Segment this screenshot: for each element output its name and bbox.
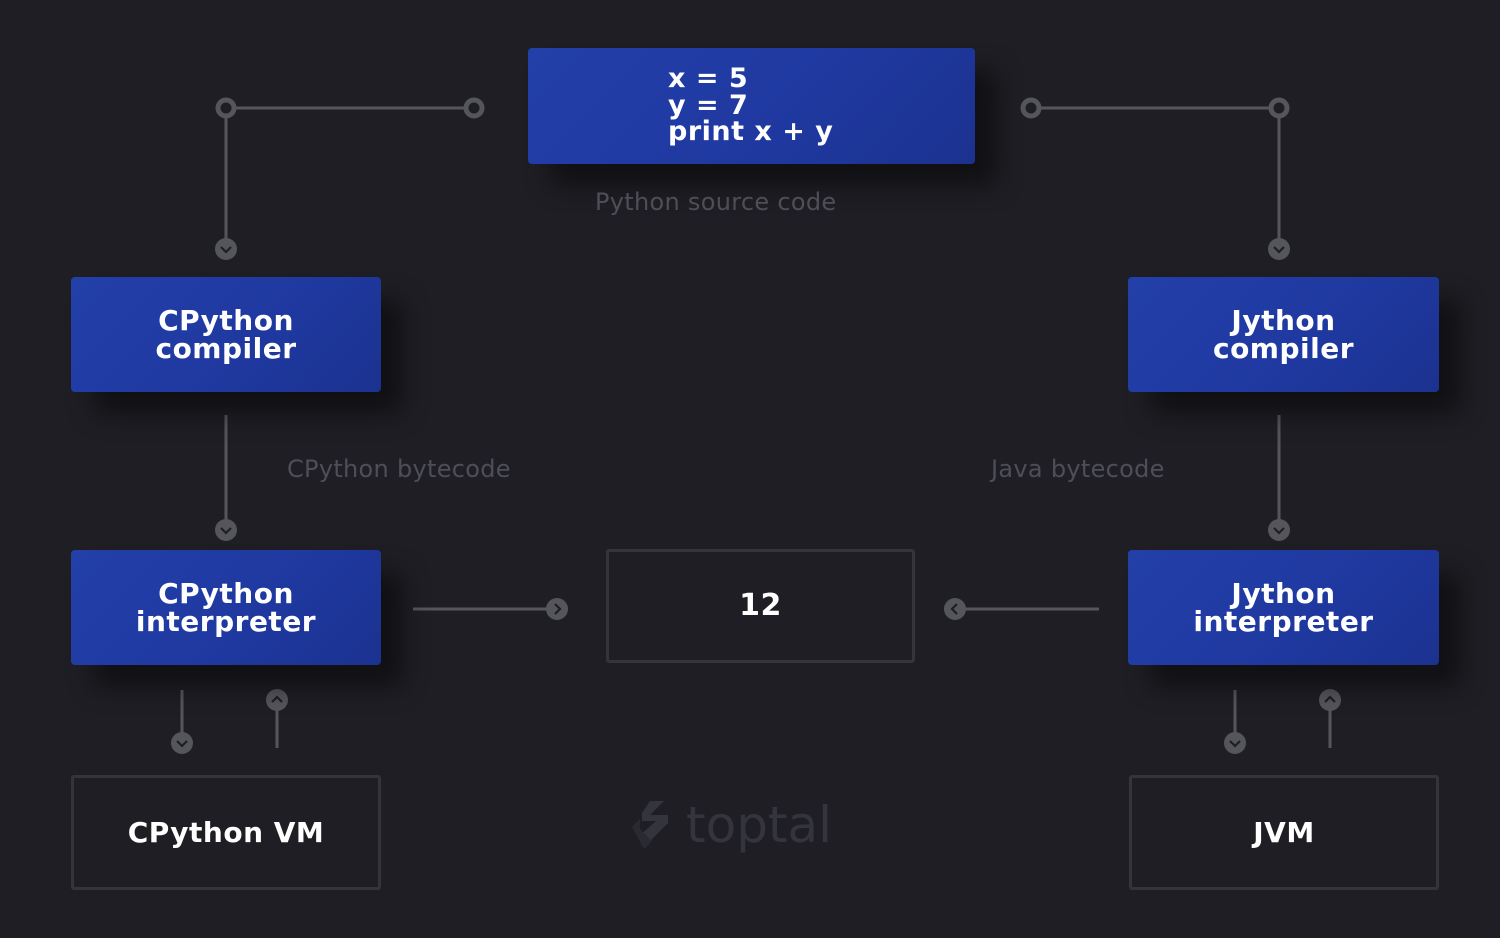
arrow-down-icon (1268, 519, 1290, 541)
arrow-down-icon (1268, 238, 1290, 260)
arrow-up-icon (266, 689, 288, 711)
arrow-down-icon (215, 519, 237, 541)
toptal-logo-icon (632, 801, 668, 849)
toptal-logo: toptal (628, 796, 832, 854)
cpython-interpreter-label: CPython interpreter (135, 576, 317, 638)
cpython-interpreter-box: CPython interpreter (71, 550, 381, 665)
jython-compiler-label: Jython compiler (1212, 303, 1355, 365)
source-code-text: x = 5 y = 7 print x + y (668, 63, 834, 148)
connector-start-node (463, 97, 485, 119)
jython-compiler-box: Jython compiler (1128, 277, 1439, 392)
jython-interpreter-label: Jython interpreter (1193, 576, 1374, 638)
arrow-down-icon (215, 238, 237, 260)
source-code-box: x = 5 y = 7 print x + y (528, 48, 975, 164)
cpython-compiler-label: CPython compiler (155, 303, 297, 365)
toptal-logo-text: toptal (686, 796, 833, 854)
cpython-bytecode-label: CPython bytecode (287, 455, 511, 483)
source-code-caption: Python source code (595, 188, 837, 216)
arrow-up-icon (1319, 689, 1341, 711)
cpython-vm-label: CPython VM (127, 815, 325, 849)
arrow-right-icon (546, 598, 568, 620)
arrow-down-icon (171, 732, 193, 754)
connector-corner-node (1268, 97, 1290, 119)
arrow-down-icon (1224, 732, 1246, 754)
java-bytecode-label: Java bytecode (991, 455, 1165, 483)
arrow-left-icon (944, 598, 966, 620)
jvm-label: JVM (1253, 815, 1315, 849)
result-box: 12 (606, 549, 915, 663)
jython-interpreter-box: Jython interpreter (1128, 550, 1439, 665)
jvm-box: JVM (1129, 775, 1439, 890)
result-value: 12 (739, 588, 782, 623)
connector-corner-node (215, 97, 237, 119)
cpython-compiler-box: CPython compiler (71, 277, 381, 392)
cpython-vm-box: CPython VM (71, 775, 381, 890)
connector-start-node (1020, 97, 1042, 119)
